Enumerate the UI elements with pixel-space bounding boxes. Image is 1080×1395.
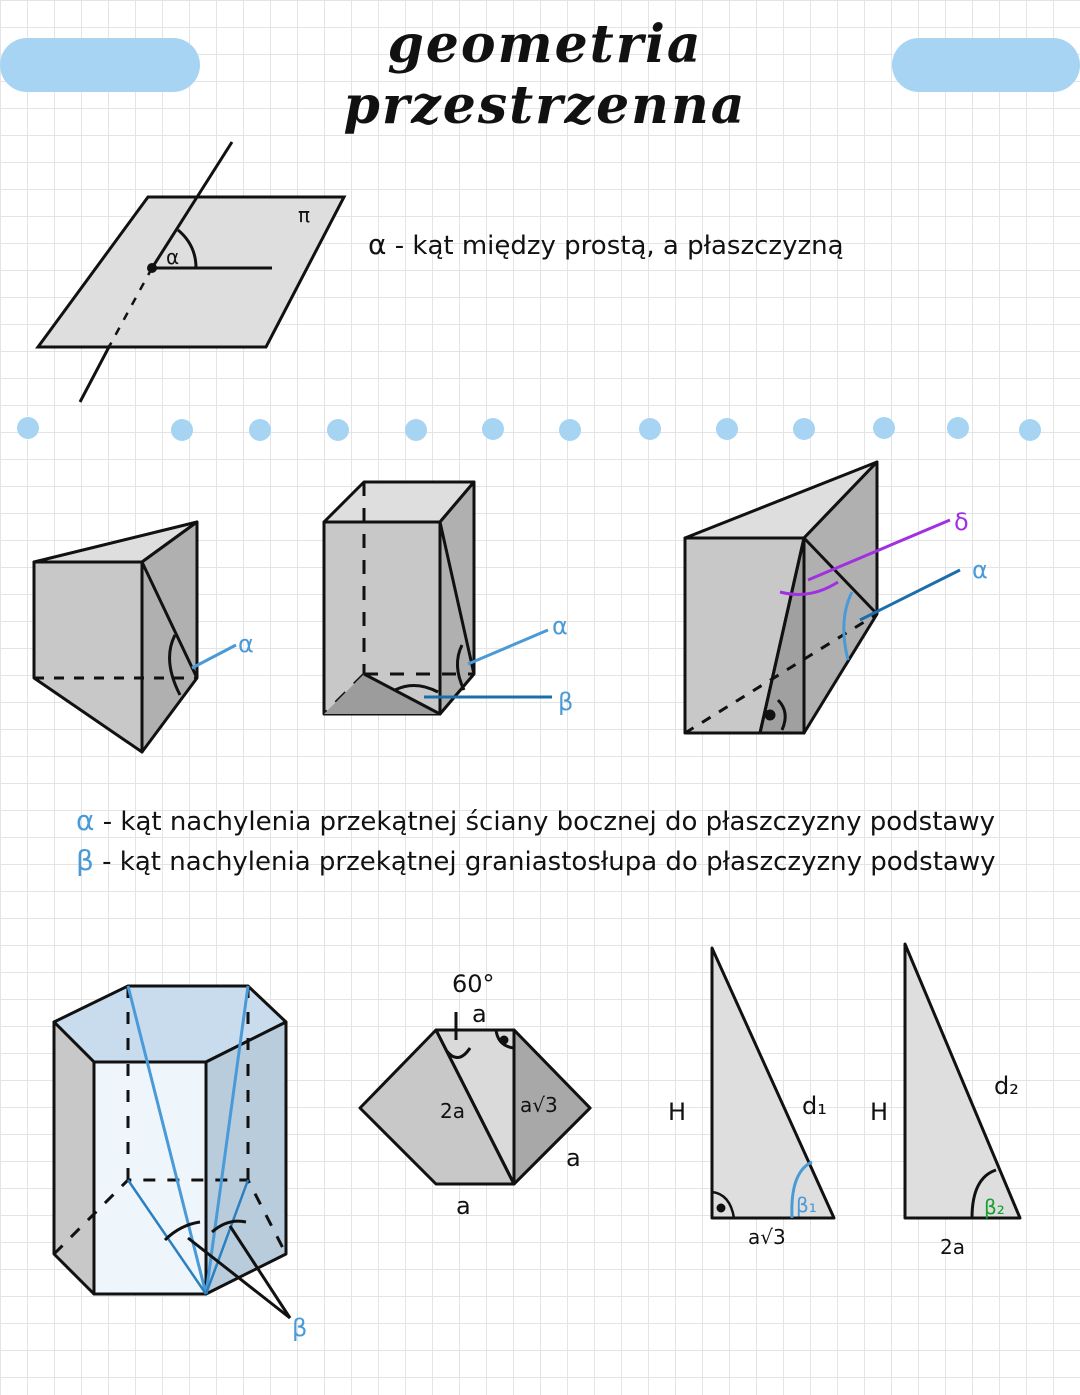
prism3-alpha-pointer	[859, 568, 961, 622]
hex-beta-pointer2	[228, 1225, 292, 1319]
dot-divider	[17, 417, 1041, 441]
hexagonal-prism	[52, 984, 292, 1320]
prism2-beta-label: β	[558, 688, 573, 716]
prism1-side	[140, 520, 199, 754]
prism3-delta-arc	[779, 580, 839, 596]
line-below-plane	[78, 344, 112, 403]
hex-base-a3-label: a√3	[520, 1093, 558, 1117]
line-plane-figure: α π	[35, 141, 347, 403]
prism3-right-angle-arc	[776, 698, 787, 731]
angle-alpha-label: α	[166, 245, 179, 269]
prism1-front	[32, 560, 144, 754]
prism2-base-diagonal	[363, 672, 441, 716]
prism3-delta-label: δ	[954, 508, 969, 536]
triangular-prism	[32, 520, 237, 754]
line-hidden-part	[108, 267, 154, 346]
triangle1-right-angle-dot	[716, 1203, 726, 1213]
triangle1-shape	[710, 946, 836, 1220]
triangle-d2	[903, 942, 1022, 1220]
triangle1-beta-arc	[790, 1160, 813, 1219]
prism3-diagonal	[758, 537, 806, 734]
prism3-side-diagonal	[802, 536, 879, 616]
hex-beta-arc2	[211, 1219, 247, 1234]
triangle-d1	[710, 946, 836, 1220]
prism2-alpha-pointer	[467, 628, 549, 666]
prism2-base-shade	[324, 674, 440, 714]
triangle2-hyp-label: d₂	[994, 1072, 1019, 1100]
hexagon-base	[358, 1012, 592, 1186]
triangle1-hyp-label: d₁	[802, 1092, 827, 1120]
angle-arc	[177, 228, 198, 269]
definition-alpha-text: - kąt nachylenia przekątnej ściany boczn…	[102, 807, 995, 837]
square-prism	[322, 480, 552, 716]
hex-beta-arc1	[163, 1220, 201, 1242]
hex-base-diagonal-2a	[434, 1029, 516, 1185]
hex-base-2a-label: 2a	[440, 1099, 465, 1123]
hex-base-angle-label: 60°	[452, 970, 495, 998]
triangle2-height-label: H	[870, 1098, 888, 1126]
alpha-symbol: α	[368, 228, 387, 261]
definition-beta-symbol: β	[76, 844, 94, 877]
hex-short-diagonal	[204, 985, 250, 1295]
hex-left-face	[52, 1020, 96, 1296]
hex-base-top-label: a	[472, 1000, 487, 1028]
prism3-delta-pointer	[807, 518, 951, 582]
definition-alpha-symbol: α	[76, 804, 95, 837]
hex-beta-pointer1	[187, 1236, 291, 1320]
prism3-alpha-label: α	[972, 556, 988, 584]
page-title: geometria przestrzenna	[343, 14, 747, 136]
definition-alpha: α - kąt nachylenia przekątnej ściany boc…	[76, 804, 995, 837]
triangle1-right-angle	[711, 1190, 736, 1219]
prism3-right-angle-dot	[764, 709, 776, 721]
line-plane-text: - kąt między prostą, a płaszczyzną	[394, 231, 844, 261]
triangle2-angle-label: β₂	[984, 1195, 1005, 1219]
hex-base-right-label: a	[566, 1144, 581, 1172]
prism1-alpha-label: α	[238, 630, 254, 658]
wide-triangular-prism	[683, 460, 961, 735]
intersection-point	[147, 263, 157, 273]
prism2-alpha-arc	[456, 644, 466, 691]
title-bar-right	[892, 38, 1080, 92]
definition-beta: β - kąt nachylenia przekątnej graniastos…	[76, 844, 995, 877]
prism1-diagonal	[140, 561, 199, 679]
triangle2-base-label: 2a	[940, 1235, 965, 1259]
prism1-alpha-arc	[168, 634, 182, 696]
prism2-beta-arc	[394, 684, 439, 694]
plane-pi-label: π	[298, 203, 310, 227]
triangle1-height-label: H	[668, 1098, 686, 1126]
hex-base-60-arc	[444, 1047, 472, 1059]
prism1-alpha-pointer	[191, 643, 237, 670]
hex-base-bottom-label: a	[456, 1192, 471, 1220]
triangle1-angle-label: β₁	[796, 1193, 817, 1217]
triangle2-shape	[903, 942, 1022, 1220]
hex-beta-label: β	[292, 1314, 307, 1342]
title-bar-left	[0, 38, 200, 92]
prism2-side-diagonal	[438, 521, 476, 675]
definition-beta-text: - kąt nachylenia przekątnej graniastosłu…	[102, 847, 996, 877]
line-plane-note: α - kąt między prostą, a płaszczyzną	[368, 228, 844, 261]
prism2-alpha-label: α	[552, 612, 568, 640]
hex-hidden-base	[52, 1178, 288, 1256]
hex-base-right-angle-dot	[499, 1035, 509, 1045]
line-above-plane	[150, 141, 234, 269]
triangle1-base-label: a√3	[748, 1225, 786, 1249]
triangle2-beta-arc	[970, 1168, 997, 1219]
hex-base-short	[204, 1179, 250, 1295]
prism3-alpha-arc	[842, 591, 854, 661]
plane-pi	[35, 195, 347, 349]
hex-front-face	[92, 1060, 208, 1296]
